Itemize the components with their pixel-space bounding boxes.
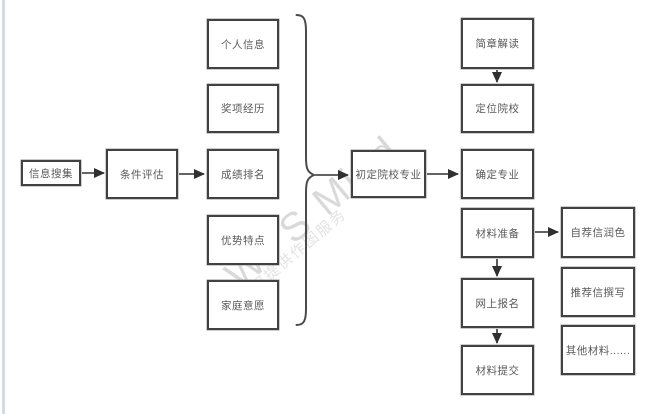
node-label: 材料准备 <box>475 227 520 240</box>
node-label: 优势特点 <box>221 234 265 247</box>
curly-brace <box>295 14 317 326</box>
node-label: 推荐信撰写 <box>570 286 626 299</box>
node-label: 其他材料...... <box>565 344 631 357</box>
node-personal-info[interactable]: 个人信息 <box>207 19 279 69</box>
node-label: 网上报名 <box>475 297 520 310</box>
node-strength-traits[interactable]: 优势特点 <box>207 215 279 265</box>
node-recommend-letter[interactable]: 推荐信撰写 <box>561 267 635 317</box>
node-label: 信息搜集 <box>29 167 73 180</box>
node-label: 简章解读 <box>475 38 520 50</box>
node-online-registration[interactable]: 网上报名 <box>461 278 534 328</box>
node-label: 条件评估 <box>120 168 164 181</box>
node-label: 个人信息 <box>221 38 265 51</box>
node-brochure-reading[interactable]: 简章解读 <box>461 18 534 69</box>
left-edge-band <box>2 0 5 414</box>
node-award-experience[interactable]: 奖项经历 <box>207 84 279 133</box>
node-locate-schools[interactable]: 定位院校 <box>461 84 534 133</box>
node-label: 初定院校专业 <box>355 168 422 181</box>
node-other-materials[interactable]: 其他材料...... <box>561 325 635 375</box>
node-label: 奖项经历 <box>221 103 265 115</box>
node-label: 家庭意愿 <box>221 299 265 312</box>
node-self-letter-polish[interactable]: 自荐信润色 <box>561 207 635 258</box>
node-material-submission[interactable]: 材料提交 <box>461 345 534 395</box>
node-condition-evaluation[interactable]: 条件评估 <box>106 149 178 199</box>
node-label: 确定专业 <box>475 168 520 181</box>
node-material-preparation[interactable]: 材料准备 <box>461 208 534 258</box>
node-confirm-major[interactable]: 确定专业 <box>461 149 534 199</box>
node-info-collection[interactable]: 信息搜集 <box>21 160 81 186</box>
node-label: 成绩排名 <box>221 168 265 181</box>
node-initial-school-major[interactable]: 初定院校专业 <box>351 150 426 198</box>
node-family-wishes[interactable]: 家庭意愿 <box>207 280 279 330</box>
node-grade-ranking[interactable]: 成绩排名 <box>207 149 279 199</box>
node-label: 自荐信润色 <box>570 227 626 239</box>
node-label: 定位院校 <box>475 103 520 115</box>
node-label: 材料提交 <box>475 364 520 377</box>
